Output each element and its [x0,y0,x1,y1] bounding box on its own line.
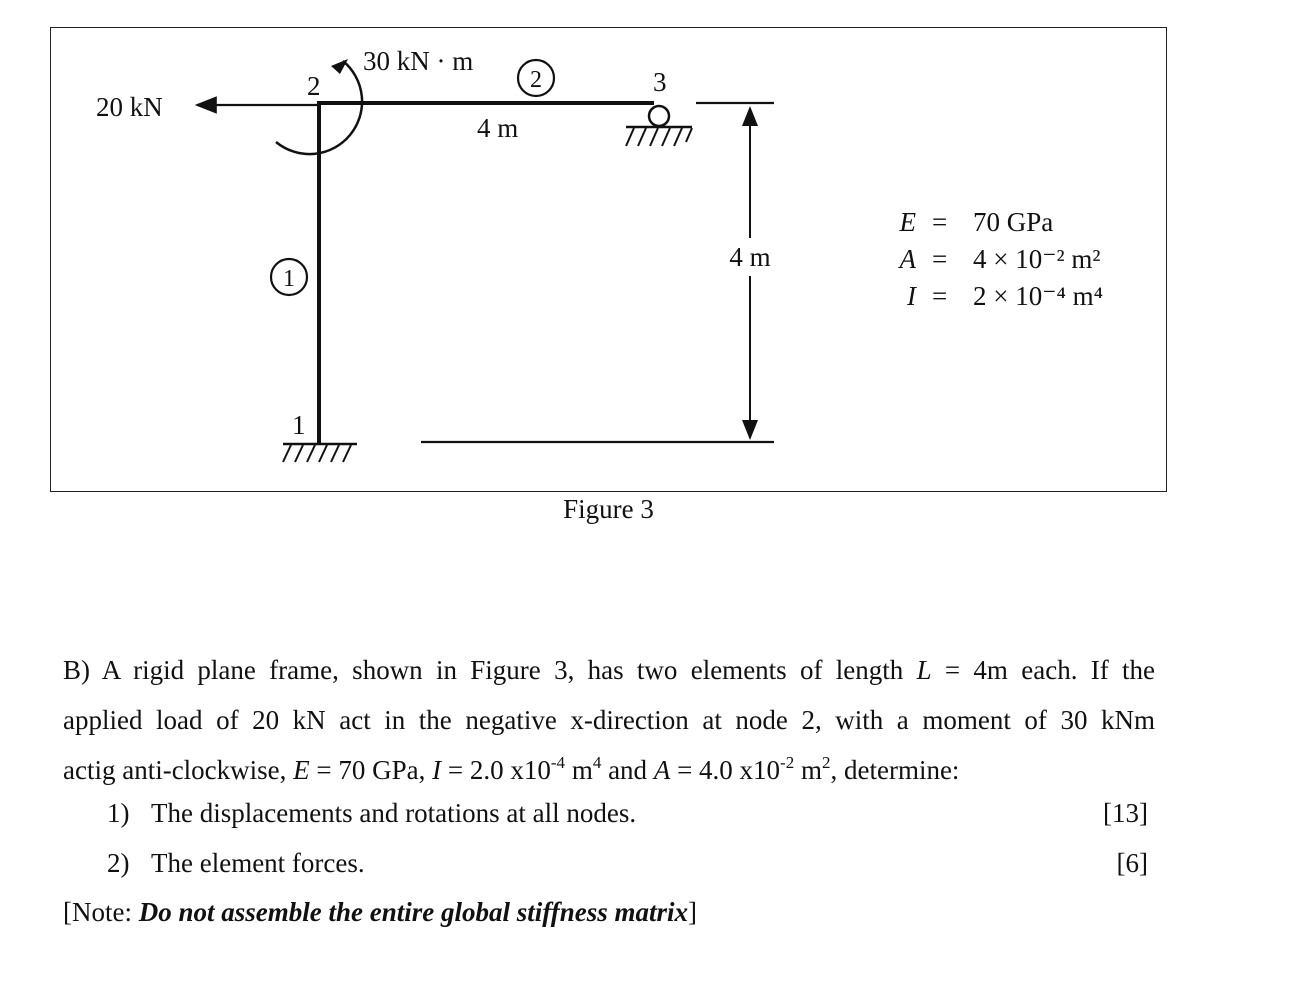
note-emphasis: Do not assemble the entire global stiffn… [138,897,689,927]
property-value: 2 × 10⁻⁴ m⁴ [973,281,1103,311]
property-symbol: A [898,244,917,274]
node-1-label: 1 [292,410,306,440]
column-height-label: 4 m [729,242,770,272]
property-value: 4 × 10⁻² m² [973,244,1100,274]
frame-diagram: 20 kN 30 kN · m 2 3 1 2 1 4 m [96,46,1104,463]
property-symbol: I [906,281,918,311]
figure-frame: 20 kN 30 kN · m 2 3 1 2 1 4 m [50,27,1167,492]
element-2-label: 2 [530,67,542,93]
item-number: 1) [107,798,130,828]
property-equals: = [932,244,947,274]
note: [Note: Do not assemble the entire global… [63,897,698,927]
fixed-support [282,442,357,463]
item-marks: [6] [1116,848,1148,878]
moment-arrowhead [331,59,348,74]
load-force-label: 20 kN [96,92,163,122]
property-equals: = [932,207,947,237]
element-1-circle [269,257,309,297]
question-line-2: applied load of 20 kN act in the negativ… [63,705,1155,735]
property-list: E = 70 GPa A = 4 × 10⁻² m² I = 2 × 10⁻⁴ … [898,207,1104,311]
question-line-3: actig anti-clockwise, E = 70 GPa, I = 2.… [63,753,960,785]
node-2-label: 2 [307,71,321,101]
node-3-label: 3 [653,67,667,97]
item-marks: [13] [1103,798,1148,828]
figure-caption: Figure 3 [563,494,654,524]
property-value: 70 GPa [973,207,1053,237]
roller-support [625,104,693,147]
moment-arc [275,60,364,156]
element-1-label: 1 [283,266,295,292]
property-equals: = [932,281,947,311]
item-number: 2) [107,848,130,878]
item-text: The displacements and rotations at all n… [151,798,637,828]
beam-length-label: 4 m [477,113,518,143]
question-line-1: B) A rigid plane frame, shown in Figure … [63,655,1156,685]
element-2-circle [516,58,556,98]
question-paragraph: B) A rigid plane frame, shown in Figure … [63,645,1155,795]
property-symbol: E [899,207,917,237]
item-text: The element forces. [151,848,365,878]
moment-label: 30 kN · m [363,46,473,76]
